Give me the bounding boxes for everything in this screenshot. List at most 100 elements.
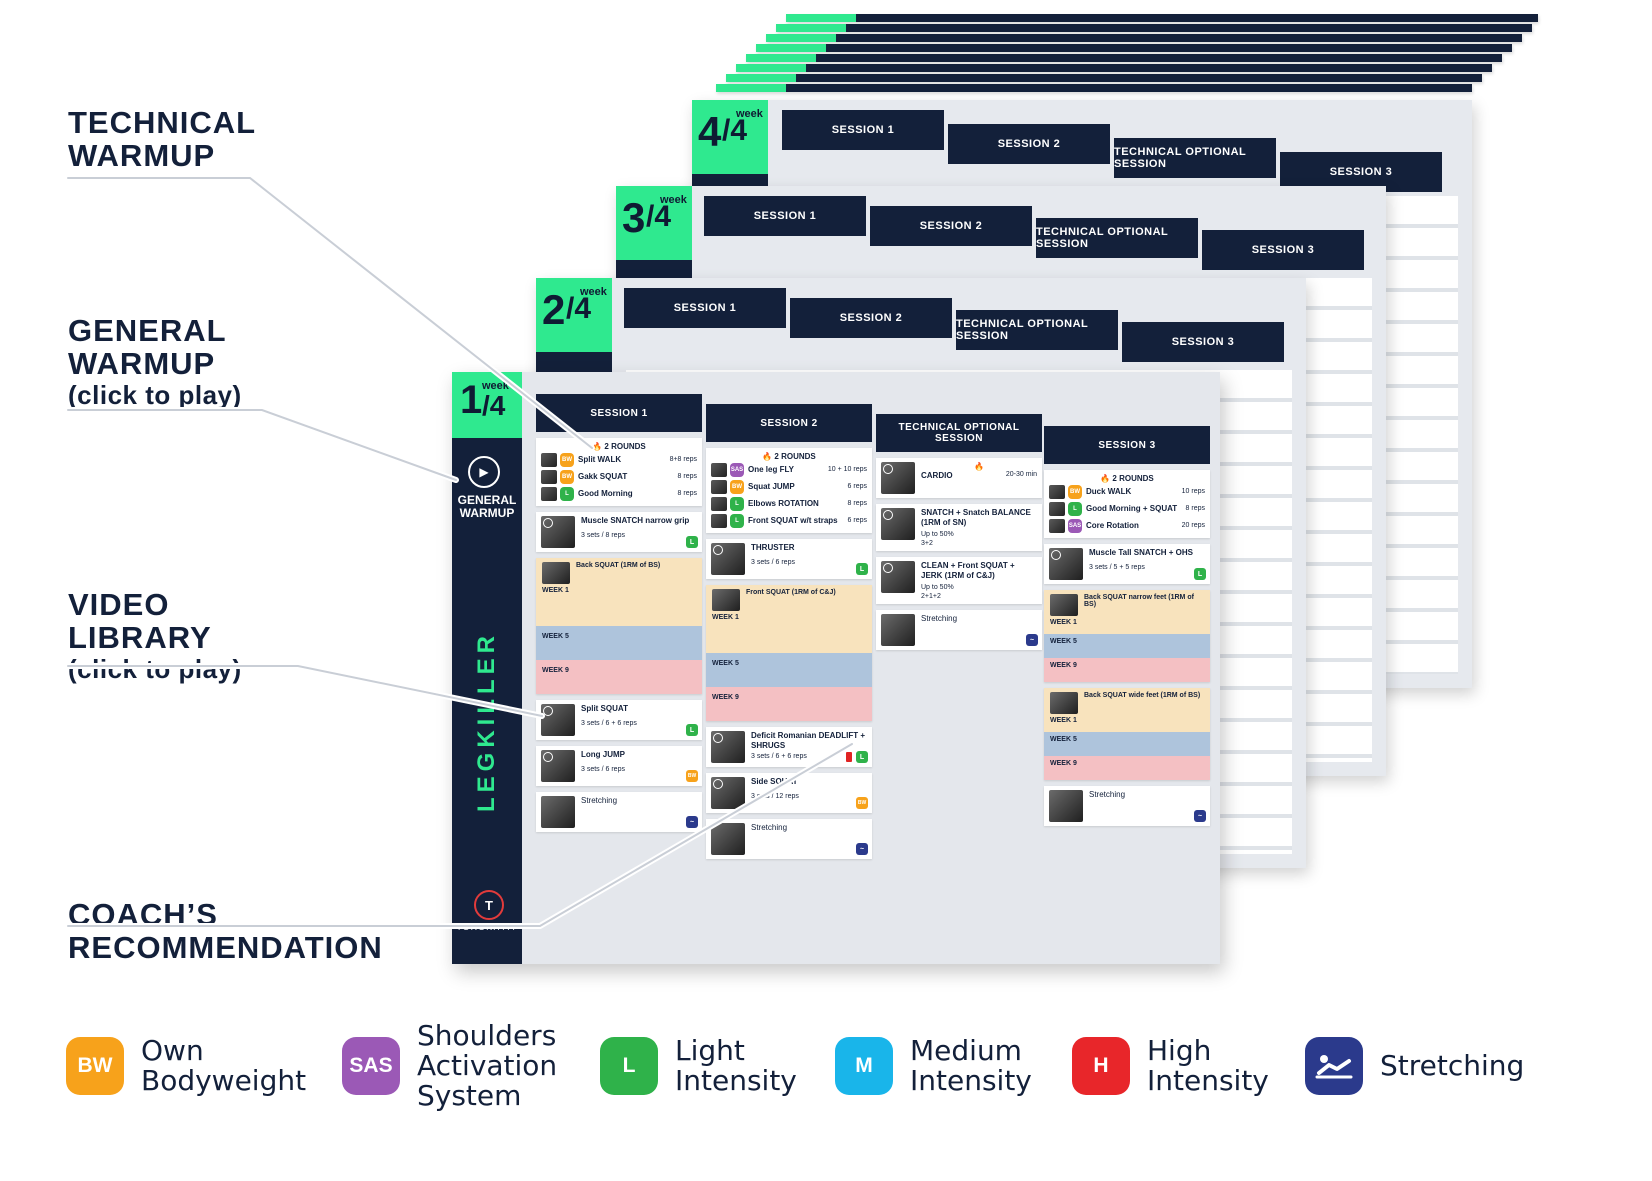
video-thumbnail[interactable] bbox=[541, 704, 575, 736]
exercise-reps: 6 reps bbox=[847, 517, 867, 524]
legend-label: Shoulders Activation System bbox=[417, 1019, 558, 1112]
video-thumbnail[interactable] bbox=[1049, 790, 1083, 822]
fire-icon: 🔥 bbox=[974, 462, 984, 471]
video-thumbnail[interactable] bbox=[881, 462, 915, 494]
video-thumbnail[interactable] bbox=[1049, 548, 1083, 580]
rounds-label: 2 ROUNDS bbox=[1112, 474, 1154, 483]
exercise-reps: 8 reps bbox=[677, 473, 697, 480]
sas-badge: SAS bbox=[1068, 518, 1082, 533]
general-warmup-play-button[interactable]: ▶ bbox=[468, 456, 500, 488]
exercise-name: Elbows ROTATION bbox=[748, 499, 819, 508]
video-card[interactable]: CLEAN + Front SQUAT + JERK (1RM of C&J)U… bbox=[876, 557, 1042, 604]
play-icon bbox=[543, 518, 553, 528]
percentage-card[interactable]: Back SQUAT narrow feet (1RM of BS) WEEK … bbox=[1044, 590, 1210, 682]
video-card[interactable]: Stretching ~ bbox=[876, 610, 1042, 650]
sets-reps: 3 sets / 12 reps bbox=[751, 793, 799, 800]
legend-item-bw: BW Own Bodyweight bbox=[66, 1026, 306, 1106]
video-thumbnail[interactable] bbox=[881, 508, 915, 540]
exercise-name: Front SQUAT w/t straps bbox=[748, 516, 838, 525]
exercise-name: Gakk SQUAT bbox=[578, 472, 628, 481]
week1-block: Back SQUAT (1RM of BS) WEEK 1 bbox=[536, 558, 702, 626]
rep-scheme: 2+1+2 bbox=[921, 593, 941, 600]
week9-block: WEEK 9 bbox=[706, 687, 872, 721]
video-thumbnail[interactable] bbox=[542, 562, 570, 584]
percentage-card[interactable]: Front SQUAT (1RM of C&J) WEEK 1 WEEK 5 W… bbox=[706, 585, 872, 721]
video-card[interactable]: Stretching ~ bbox=[706, 819, 872, 859]
sas-badge: SAS bbox=[730, 462, 744, 477]
exercise-reps: 8 reps bbox=[677, 490, 697, 497]
video-thumbnail[interactable] bbox=[541, 796, 575, 828]
video-thumbnail[interactable] bbox=[711, 731, 745, 763]
video-card[interactable]: Stretching ~ bbox=[1044, 786, 1210, 826]
sets-reps: 3 sets / 6 reps bbox=[751, 559, 795, 566]
percentage-card[interactable]: Back SQUAT (1RM of BS) WEEK 1 WEEK 5 WEE… bbox=[536, 558, 702, 694]
video-thumbnail[interactable] bbox=[541, 516, 575, 548]
legend-item-high: H High Intensity bbox=[1072, 1026, 1269, 1106]
video-thumbnail[interactable] bbox=[712, 589, 740, 611]
stacked-page-edge bbox=[746, 54, 1502, 62]
video-thumbnail[interactable] bbox=[1050, 594, 1078, 616]
stretching-icon: ~ bbox=[1194, 810, 1206, 822]
video-thumbnail[interactable] bbox=[881, 561, 915, 593]
exercise-name: Back SQUAT wide feet (1RM of BS) bbox=[1084, 692, 1201, 699]
percentage-card[interactable]: Back SQUAT wide feet (1RM of BS) WEEK 1 … bbox=[1044, 688, 1210, 780]
week1-block: Front SQUAT (1RM of C&J) WEEK 1 bbox=[706, 585, 872, 653]
session-header: SESSION 2 bbox=[790, 298, 952, 338]
legend-item-stretching: Stretching bbox=[1305, 1026, 1524, 1106]
video-card[interactable]: Stretching ~ bbox=[536, 792, 702, 832]
annotation-coach-recommendation: COACH’S RECOMMENDATION bbox=[68, 898, 383, 964]
session-header: SESSION 1 bbox=[704, 196, 866, 236]
duration: 20-30 min bbox=[1005, 471, 1037, 478]
video-thumbnail[interactable] bbox=[711, 823, 745, 855]
video-thumbnail[interactable] bbox=[541, 750, 575, 782]
video-thumbnail[interactable] bbox=[1050, 692, 1078, 714]
exercise-name: Back SQUAT (1RM of BS) bbox=[576, 562, 661, 569]
video-thumbnail[interactable] bbox=[881, 614, 915, 646]
session-header: SESSION 3 bbox=[1280, 152, 1442, 192]
week-page-1: 1 /4 week ▶ GENERAL WARMUP LEGKILLER T T… bbox=[452, 372, 1220, 964]
video-thumbnail[interactable] bbox=[711, 543, 745, 575]
video-card[interactable]: SNATCH + Snatch BALANCE (1RM of SN)Up to… bbox=[876, 504, 1042, 551]
legend-label: Medium Intensity bbox=[910, 1034, 1032, 1097]
exercise-thumbnail bbox=[711, 462, 727, 477]
intensity-up-to: Up to 50% bbox=[921, 584, 954, 591]
coach-recommendation-icon[interactable] bbox=[846, 752, 852, 762]
stacked-page-edge bbox=[726, 74, 1482, 82]
exercise-name: Long JUMP bbox=[581, 750, 625, 759]
stacked-page-edge bbox=[756, 44, 1512, 52]
stretching-icon-graphic bbox=[1315, 1055, 1353, 1079]
week-row-label: WEEK 9 bbox=[1050, 662, 1077, 669]
exercise-name: THRUSTER bbox=[751, 543, 795, 552]
exercise-name: Deficit Romanian DEADLIFT + SHRUGS bbox=[751, 731, 866, 750]
bw-badge: BW bbox=[856, 797, 868, 809]
session-header: SESSION 2 bbox=[948, 124, 1110, 164]
stretching-icon: ~ bbox=[1026, 634, 1038, 646]
week-row-label: WEEK 5 bbox=[1050, 638, 1077, 645]
week-row-label: WEEK 5 bbox=[1050, 736, 1077, 743]
week-number: 3 bbox=[622, 194, 646, 241]
video-thumbnail[interactable] bbox=[711, 777, 745, 809]
